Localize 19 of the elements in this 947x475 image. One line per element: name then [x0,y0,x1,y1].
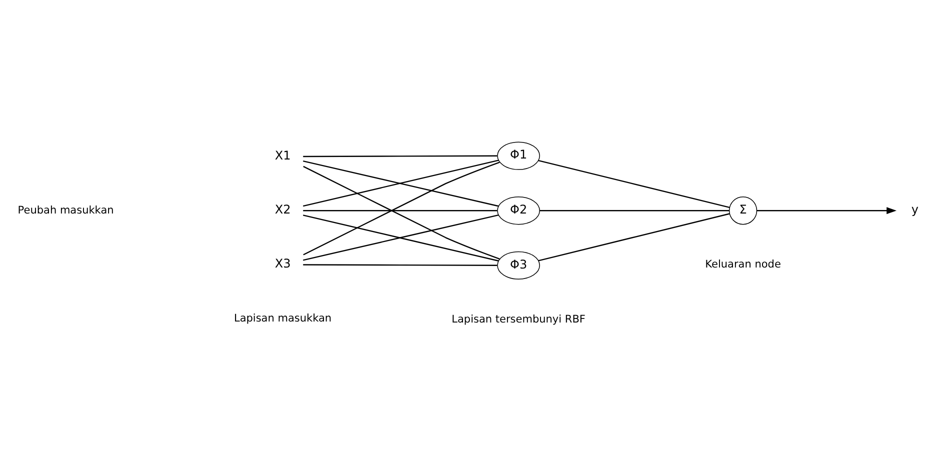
label: Peubah masukkan [18,204,114,216]
node-ellipse: Φ3 [497,251,540,280]
connector [303,210,498,212]
node-text: y [911,202,919,216]
node-ellipse: Φ2 [497,196,540,225]
arrow [756,207,897,214]
label: Keluaran node [705,258,781,270]
label: Lapisan tersembunyi RBF [452,313,586,326]
node-circle: Σ [728,196,758,225]
label: Lapisan masukkan [234,312,332,325]
connector [303,155,498,158]
node-text: X1 [274,148,291,162]
connector [538,213,730,262]
connector [538,160,730,208]
node-ellipse: Φ1 [497,142,540,170]
node-text: X3 [274,256,291,271]
connector [540,210,730,212]
connector [303,264,498,266]
node-text: X2 [274,202,291,216]
